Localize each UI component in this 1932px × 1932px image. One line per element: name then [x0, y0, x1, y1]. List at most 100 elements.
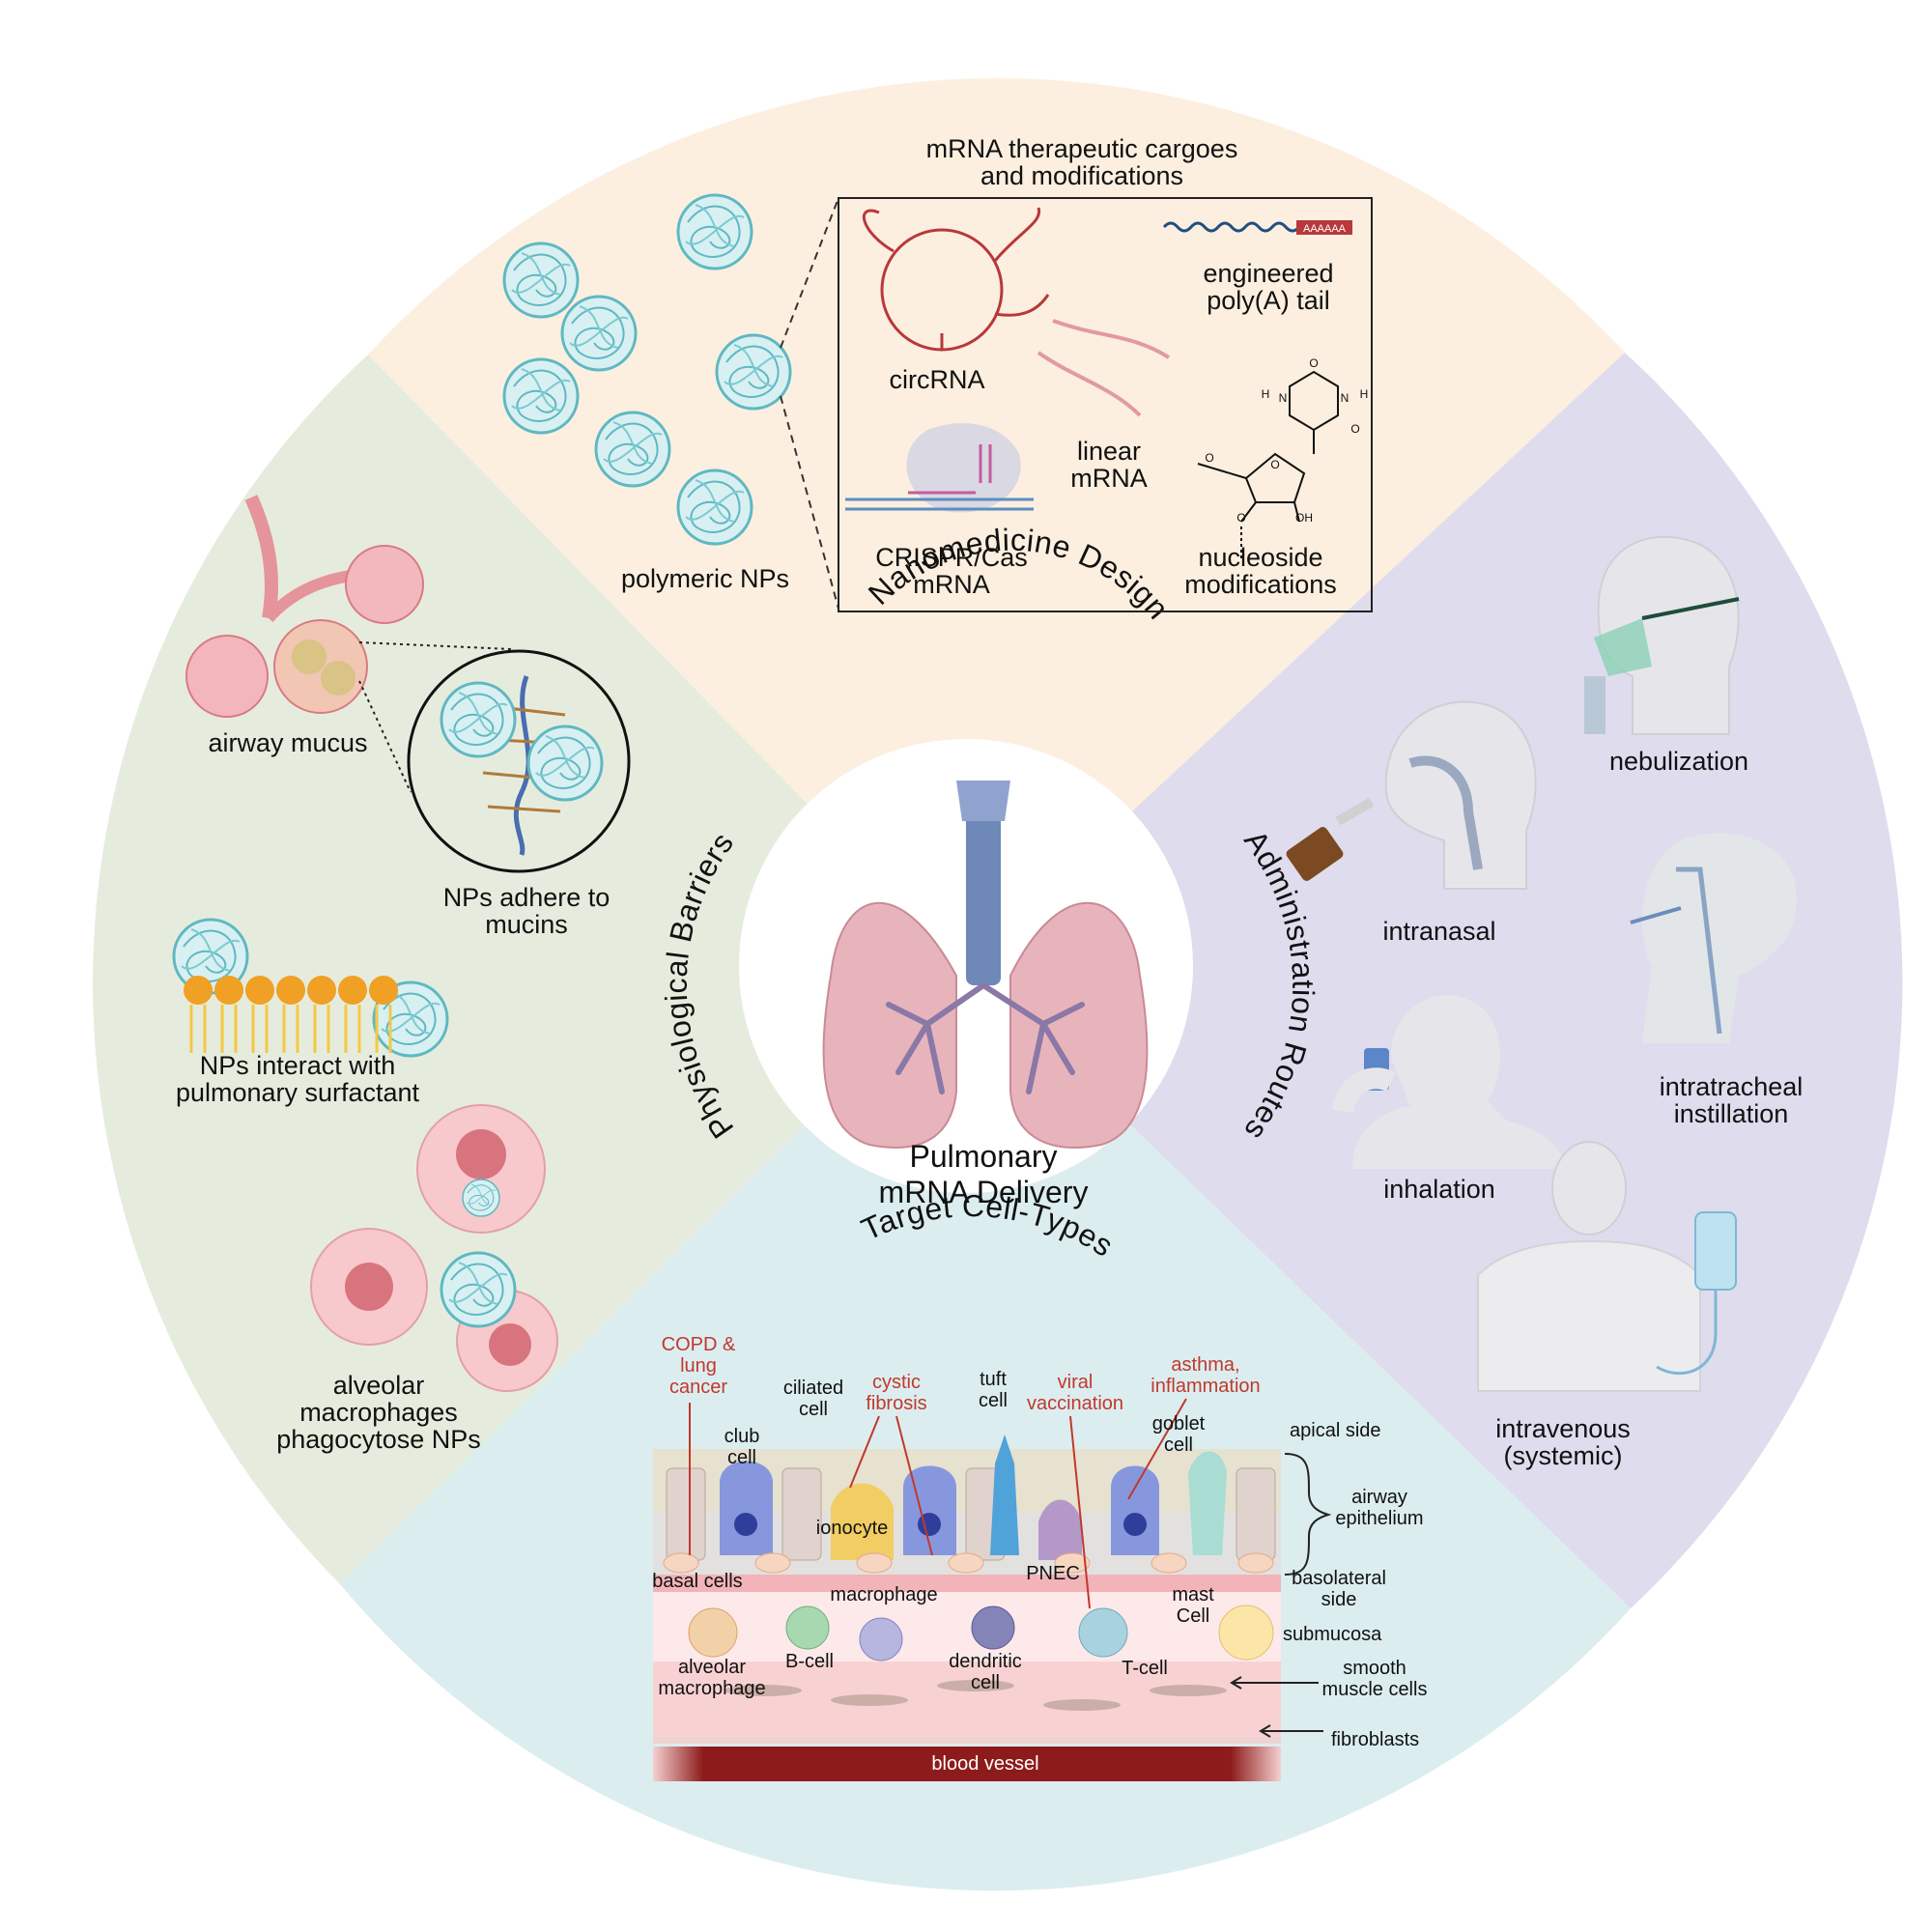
inhalation-label: inhalation: [1383, 1175, 1495, 1204]
right-lung: [1009, 901, 1149, 1149]
lungs-illustration: [822, 781, 1149, 1149]
copd-line2: lung: [680, 1355, 717, 1377]
surfactant-bilayer-icon: [172, 918, 449, 1058]
dendritic-line2: cell: [971, 1672, 1000, 1693]
chem-o-sugar: O: [1270, 458, 1279, 471]
intravenous-line1: intravenous: [1495, 1414, 1631, 1443]
zoom-line-mucus-upper: [358, 641, 513, 650]
intravenous-figure: [1477, 1141, 1737, 1392]
zoom-line-mucus-lower: [358, 680, 412, 793]
tuft-line2: cell: [979, 1390, 1008, 1411]
ciliated-line2: cell: [799, 1399, 828, 1420]
asthma-line1: asthma,: [1171, 1354, 1239, 1376]
airway-mucus-label: airway mucus: [208, 728, 367, 757]
inhalation-figure: [1332, 995, 1565, 1169]
circrna-label: circRNA: [890, 365, 985, 394]
zoom-line-lower: [780, 395, 839, 610]
epithelium-line2: epithelium: [1335, 1508, 1423, 1529]
pnec-label: PNEC: [1026, 1563, 1080, 1584]
chem-h-left: H: [1262, 387, 1270, 401]
copd-line1: COPD &: [662, 1334, 736, 1355]
linear-mrna-line2: mRNA: [1070, 464, 1148, 493]
club-line1: club: [724, 1426, 760, 1447]
crispr-label-line2: mRNA: [913, 570, 990, 599]
nucleoside-label-line2: modifications: [1184, 570, 1337, 599]
intratracheal-line2: instillation: [1674, 1099, 1789, 1128]
chem-o-3prime: O: [1236, 511, 1245, 525]
macro-label-line2: macrophages: [299, 1398, 458, 1427]
nebulization-figure: [1584, 535, 1740, 735]
intratracheal-line1: intratracheal: [1660, 1072, 1804, 1101]
nebulization-label: nebulization: [1609, 747, 1748, 776]
chem-o-top: O: [1309, 356, 1318, 370]
mast-line1: mast: [1172, 1584, 1214, 1605]
polymeric-nps-label: polymeric NPs: [621, 564, 789, 593]
submucosa-cells: [688, 1605, 1274, 1662]
ciliated-line1: ciliated: [783, 1378, 843, 1399]
alv-macrophage-line1: alveolar: [678, 1657, 746, 1678]
cargo-box: [838, 197, 1373, 612]
linear-mrna-line1: linear: [1077, 437, 1141, 466]
epithelial-cells: [663, 1435, 1276, 1574]
viral-line1: viral: [1058, 1372, 1094, 1393]
polya-tail-icon: AAAAAA: [1162, 220, 1352, 235]
smooth-muscle-arrow: [1230, 1676, 1319, 1690]
smooth-muscle-line1: smooth: [1343, 1658, 1406, 1679]
larynx: [956, 781, 1010, 821]
blood-vessel-bar: [653, 1747, 1281, 1781]
chem-o-ring-right: O: [1350, 422, 1359, 436]
basal-label: basal cells: [652, 1571, 742, 1592]
tuft-line1: tuft: [980, 1369, 1007, 1390]
epithelium-line1: airway: [1351, 1487, 1407, 1508]
asthma-line2: inflammation: [1151, 1376, 1260, 1397]
airway-alveoli-illustration: [185, 495, 424, 718]
goblet-line2: cell: [1164, 1435, 1193, 1456]
nucleoside-structure-icon: [1197, 370, 1339, 560]
cf-line1: cystic: [872, 1372, 921, 1393]
fibroblasts-label: fibroblasts: [1331, 1729, 1419, 1750]
chem-oh: OH: [1295, 511, 1313, 525]
dendritic-line1: dendritic: [949, 1651, 1022, 1672]
mucin-zoom-circle: [407, 649, 631, 873]
polya-label-line2: poly(A) tail: [1207, 286, 1330, 315]
intratracheal-figure: [1630, 833, 1797, 1043]
chem-h-right: H: [1360, 387, 1369, 401]
intravenous-line2: (systemic): [1504, 1441, 1623, 1470]
apical-label: apical side: [1290, 1420, 1381, 1441]
cargo-header-line2: and modifications: [980, 161, 1183, 190]
club-line2: cell: [727, 1447, 756, 1468]
cf-line2: fibrosis: [866, 1393, 926, 1414]
bronchial-tree: [886, 982, 1085, 1094]
blood-vessel-label: blood vessel: [931, 1753, 1038, 1775]
nucleoside-label-line1: nucleoside: [1198, 543, 1322, 572]
fibroblasts-arrow: [1259, 1724, 1323, 1738]
circrna-icon: [862, 207, 1050, 352]
chem-o-5prime: O: [1205, 451, 1213, 465]
chem-n-left: N: [1279, 391, 1288, 405]
trachea: [966, 792, 1001, 985]
adhere-label-line2: mucins: [485, 910, 568, 939]
goblet-line1: goblet: [1152, 1413, 1206, 1435]
epithelium-brace: [1284, 1453, 1332, 1576]
bcell-label: B-cell: [785, 1651, 834, 1672]
alv-macrophage-line2: macrophage: [658, 1678, 765, 1699]
macro-label-line3: phagocytose NPs: [276, 1425, 481, 1454]
polya-tag: AAAAAA: [1303, 223, 1347, 235]
surfactant-label-line1: NPs interact with: [200, 1051, 396, 1080]
mucin-strand-icon: [477, 675, 571, 856]
np-on-mucin-1: [440, 681, 517, 758]
cargo-header-line1: mRNA therapeutic cargoes: [926, 134, 1238, 163]
ionocyte-label: ionocyte: [816, 1518, 889, 1539]
smooth-muscle-line2: muscle cells: [1322, 1679, 1428, 1700]
tcell-label: T-cell: [1122, 1658, 1168, 1679]
viral-line2: vaccination: [1027, 1393, 1123, 1414]
left-lung: [822, 901, 957, 1149]
sector-nanomedicine-design: [368, 78, 1625, 967]
disease-arrows: [689, 1398, 1187, 1609]
chem-n-right: N: [1341, 391, 1350, 405]
mast-line2: Cell: [1177, 1605, 1209, 1627]
crispr-label-line1: CRISPR/Cas: [875, 543, 1028, 572]
intranasal-figure: [1286, 700, 1537, 890]
basolateral-line2: side: [1321, 1589, 1357, 1610]
